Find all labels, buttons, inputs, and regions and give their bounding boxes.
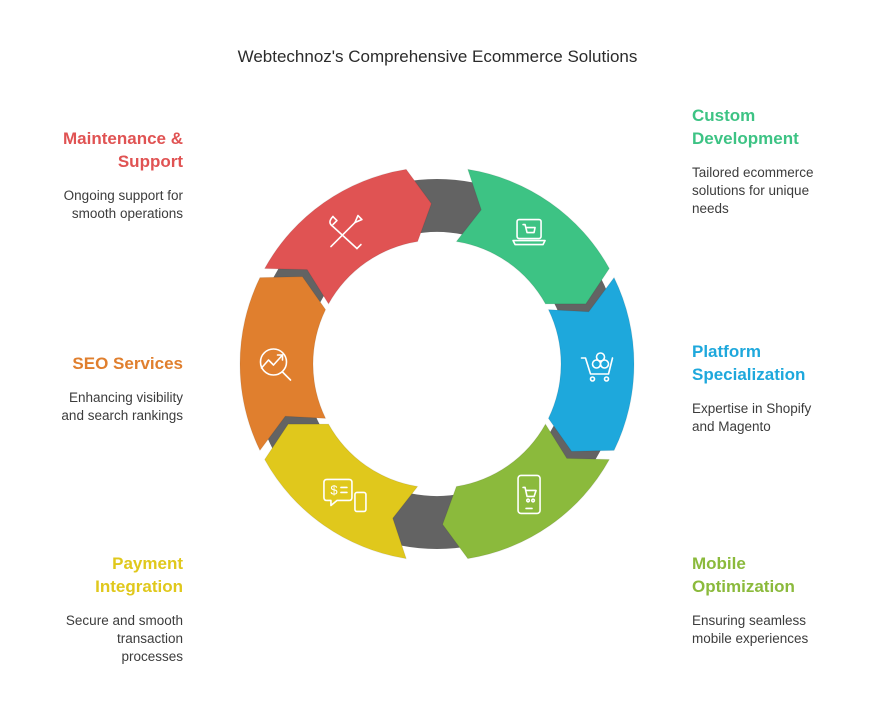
description-line: Secure and smooth <box>65 613 183 628</box>
label-payment-integration: Payment Integration Secure and smooth tr… <box>10 552 183 666</box>
label-maintenance-support: Maintenance & Support Ongoing support fo… <box>10 127 183 223</box>
maintenance-support-heading-line: Maintenance & <box>63 129 183 148</box>
custom-development-heading-line: Development <box>692 129 799 148</box>
cart-with-products-icon <box>580 352 614 382</box>
description-line: smooth operations <box>71 206 183 221</box>
description-line: and search rankings <box>61 408 183 423</box>
laptop-cart-icon <box>512 218 546 246</box>
description-line: transaction <box>116 631 183 646</box>
segment-maintenance <box>263 168 432 305</box>
label-mobile-optimization: Mobile Optimization Ensuring seamless mo… <box>692 552 867 648</box>
payment-integration-description: Secure and smooth transaction processes <box>10 612 183 666</box>
seo-services-heading-line: SEO Services <box>72 354 183 373</box>
maintenance-support-heading: Maintenance & Support <box>10 127 183 173</box>
platform-specialization-heading-line: Specialization <box>692 365 806 384</box>
custom-development-heading: Custom Development <box>692 104 867 150</box>
label-platform-specialization: Platform Specialization Expertise in Sho… <box>692 340 867 436</box>
label-custom-development: Custom Development Tailored ecommerce so… <box>692 104 867 218</box>
seo-services-heading: SEO Services <box>10 352 183 375</box>
description-line: Ensuring seamless <box>692 613 807 628</box>
label-seo-services: SEO Services Enhancing visibility and se… <box>10 352 183 425</box>
description-line: Expertise in Shopify <box>692 401 812 416</box>
payment-chat-phone-icon: $ <box>323 478 367 513</box>
diagram-title: Webtechnoz's Comprehensive Ecommerce Sol… <box>237 47 638 66</box>
tools-icon <box>329 214 363 250</box>
payment-integration-heading-line: Payment <box>112 554 183 573</box>
segment-platform <box>547 276 635 452</box>
mobile-optimization-heading: Mobile Optimization <box>692 552 867 598</box>
payment-integration-heading-line: Integration <box>95 577 183 596</box>
segment-custom <box>455 168 610 305</box>
svg-text:$: $ <box>330 482 338 497</box>
seo-services-description: Enhancing visibility and search rankings <box>10 389 183 425</box>
phone-cart-icon <box>517 474 541 515</box>
description-line: solutions for unique <box>692 183 810 198</box>
description-line: needs <box>692 201 729 216</box>
mobile-optimization-description: Ensuring seamless mobile experiences <box>692 612 867 648</box>
platform-specialization-description: Expertise in Shopify and Magento <box>692 400 867 436</box>
segment-payment <box>264 423 419 560</box>
description-line: Ongoing support for <box>63 188 183 203</box>
mobile-optimization-heading-line: Mobile <box>692 554 746 573</box>
description-line: and Magento <box>692 419 771 434</box>
seo-magnifier-icon <box>259 348 292 381</box>
platform-specialization-heading: Platform Specialization <box>692 340 867 386</box>
description-line: Enhancing visibility <box>68 390 183 405</box>
platform-specialization-heading-line: Platform <box>692 342 761 361</box>
description-line: processes <box>121 649 183 664</box>
custom-development-heading-line: Custom <box>692 106 756 125</box>
maintenance-support-description: Ongoing support for smooth operations <box>10 187 183 223</box>
segment-seo <box>239 276 327 452</box>
description-line: Tailored ecommerce <box>692 165 814 180</box>
description-line: mobile experiences <box>692 631 809 646</box>
payment-integration-heading: Payment Integration <box>10 552 183 598</box>
mobile-optimization-heading-line: Optimization <box>692 577 795 596</box>
custom-development-description: Tailored ecommerce solutions for unique … <box>692 164 867 218</box>
maintenance-support-heading-line: Support <box>117 152 183 171</box>
